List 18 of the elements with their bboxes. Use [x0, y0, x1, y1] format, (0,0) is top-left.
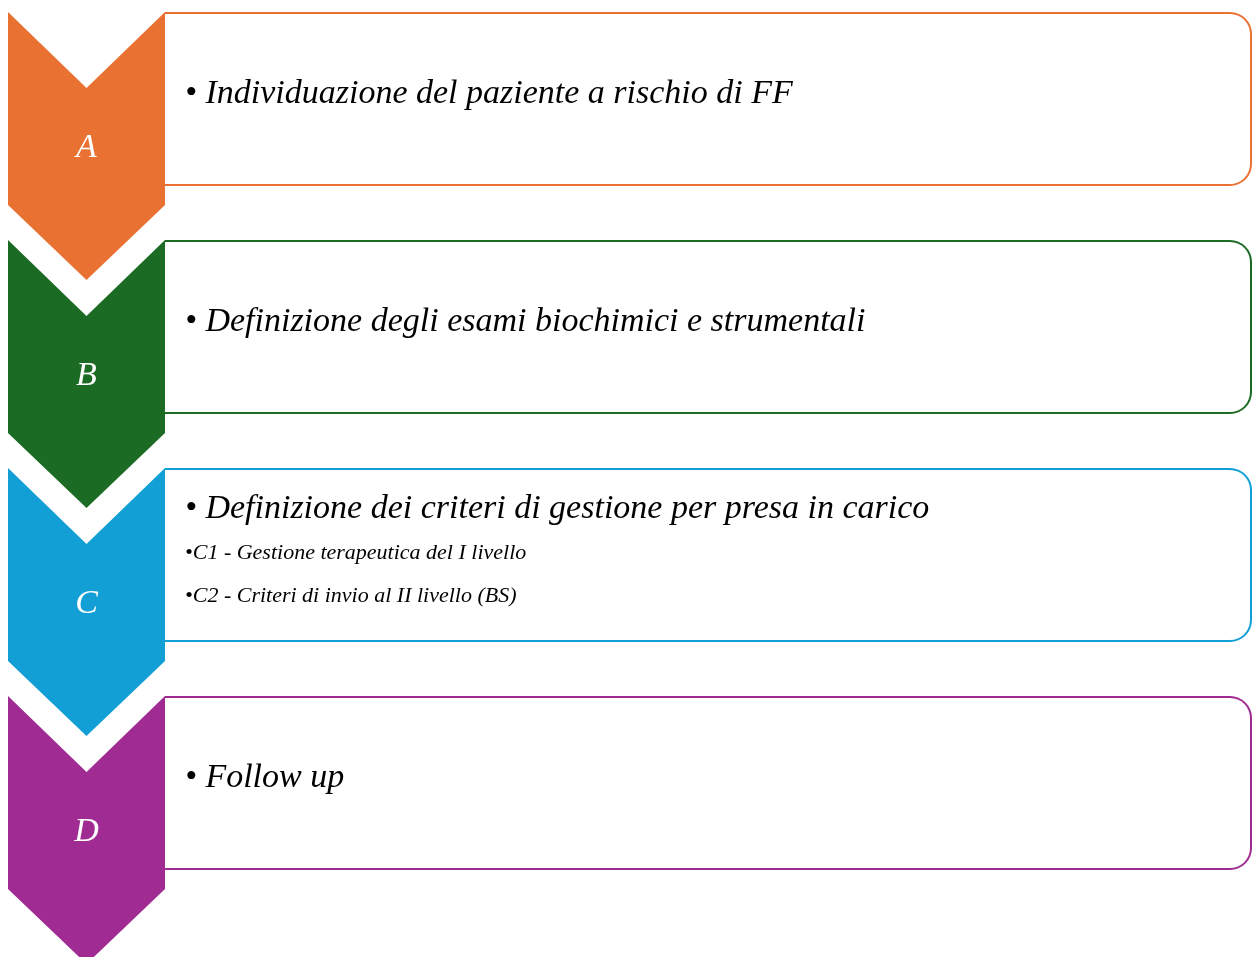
step-description: • Definizione degli esami biochimici e strumentali — [185, 301, 866, 338]
step-description: • Individuazione del paziente a rischio di FF — [185, 73, 793, 110]
step-box — [165, 696, 1252, 870]
step-box — [165, 240, 1252, 414]
step-description: • Definizione dei criteri di gestione per presa in carico — [185, 488, 930, 525]
step-letter: C — [75, 585, 98, 619]
step-box — [165, 468, 1252, 642]
step-description: • Follow up — [185, 757, 345, 794]
chevron-shape — [8, 468, 165, 736]
chevron-shape — [8, 240, 165, 508]
chevron-shape — [8, 696, 165, 957]
chevron-shape — [8, 12, 165, 280]
step-box — [165, 12, 1252, 186]
step-letter: B — [76, 357, 97, 391]
sub-item-text: •C2 - Criteri di invio al II livello (BS) — [185, 582, 517, 607]
sub-item-text: •C1 - Gestione terapeutica del I livello — [185, 539, 527, 564]
step-letter: D — [74, 813, 99, 847]
step-letter: A — [76, 129, 97, 163]
